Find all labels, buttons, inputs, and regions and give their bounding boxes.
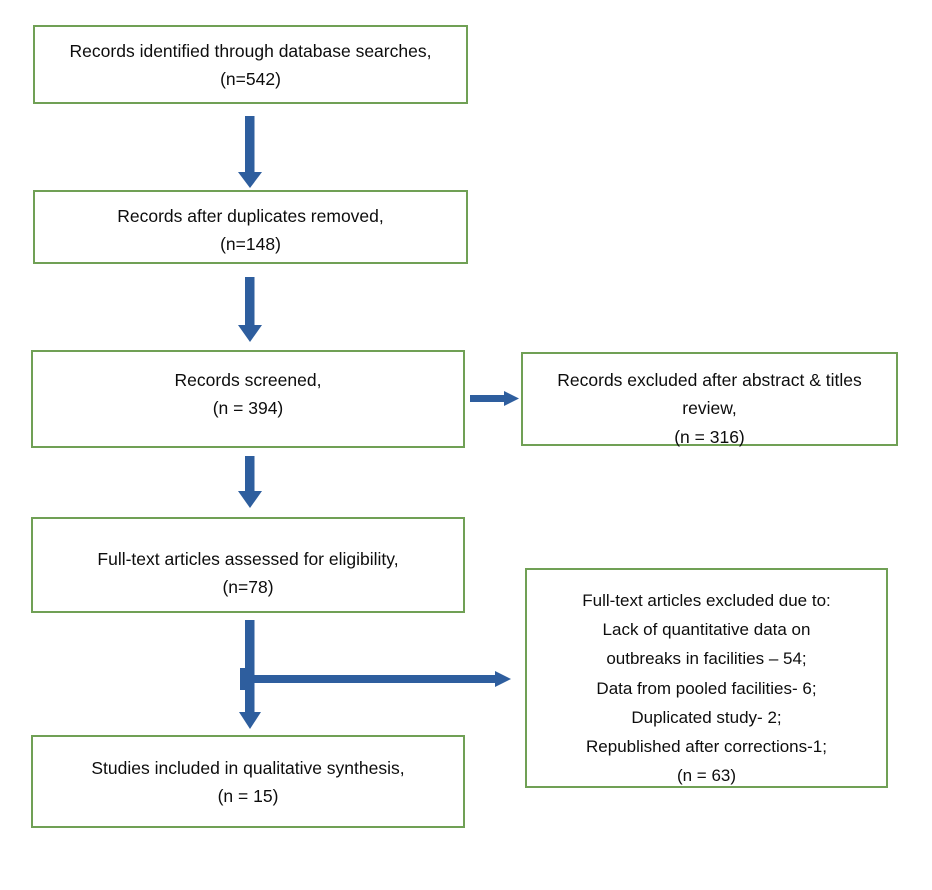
full-text-excluded-reason-1a: Lack of quantitative data on [602,620,811,640]
arrow-identified-to-duplicates [238,116,262,188]
full-text-excluded-reason-3: Duplicated study- 2; [631,707,782,727]
full-text-articles-assessed-box: Full-text articles assessed for eligibil… [31,517,465,613]
records-identified-box: Records identified through database sear… [33,25,468,104]
records-identified-line-1: Records identified through database sear… [69,41,432,61]
full-text-excluded-heading: Full-text articles excluded due to: [582,591,831,610]
arrow-fulltext-to-included [239,620,261,729]
arrow-screened-to-excluded-abstract [470,391,519,406]
studies-included-line-1: Studies included in qualitative synthesi… [91,758,405,778]
records-after-duplicates-count: (n=148) [220,234,281,255]
records-screened-count: (n = 394) [212,398,284,419]
records-identified-count: (n=542) [220,69,281,90]
arrow-duplicates-to-screened [238,277,262,342]
full-text-assessed-line-1: Full-text articles assessed for eligibil… [97,549,399,569]
full-text-assessed-count: (n=78) [222,577,274,598]
full-text-articles-excluded-box: Full-text articles excluded due to: Lack… [525,568,888,788]
records-screened-line-1: Records screened, [174,370,322,390]
arrow-fulltext-to-excluded-fulltext [240,668,511,690]
full-text-excluded-reason-1b: outbreaks in facilities – 54; [606,649,807,669]
full-text-excluded-reason-2: Data from pooled facilities- 6; [596,678,817,698]
studies-included-box: Studies included in qualitative synthesi… [31,735,465,828]
records-after-duplicates-line-1: Records after duplicates removed, [117,206,384,226]
records-excluded-abstract-line-2: review, [682,398,737,419]
arrow-screened-to-fulltext [238,456,262,508]
records-excluded-abstract-titles-box: Records excluded after abstract & titles… [521,352,898,447]
records-excluded-abstract-line-1: Records excluded after abstract & titles [557,370,862,390]
studies-included-count: (n = 15) [217,786,279,807]
records-after-duplicates-removed-box: Records after duplicates removed, (n=148… [33,190,468,264]
full-text-excluded-reason-4: Republished after corrections-1; [586,737,827,757]
records-excluded-abstract-count: (n = 316) [674,426,745,447]
full-text-excluded-count: (n = 63) [676,766,737,786]
records-screened-box: Records screened, (n = 394) [31,350,465,448]
